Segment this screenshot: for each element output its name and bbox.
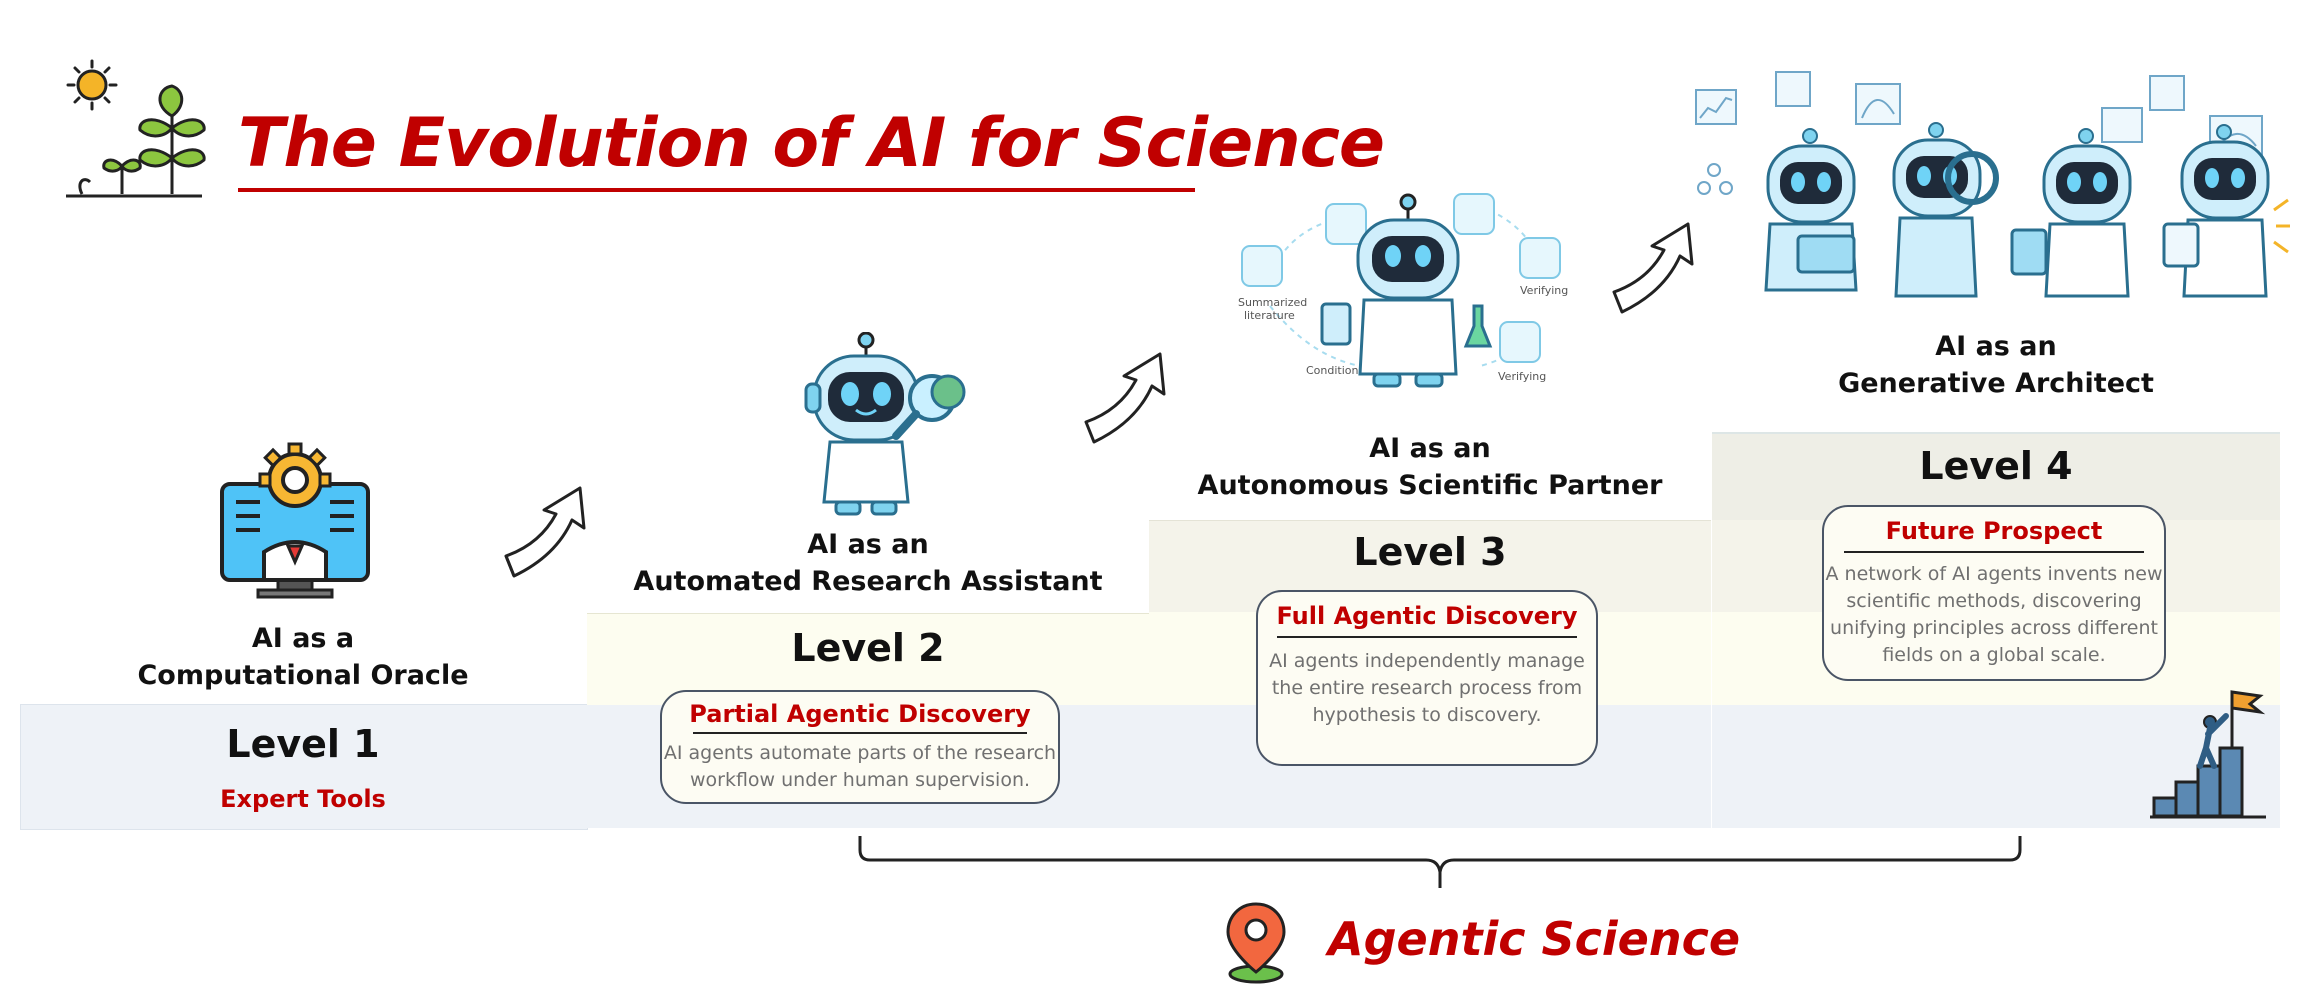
robot-magnifier-icon [804,332,966,516]
sun-icon [66,59,118,111]
robot-team-icon [1695,71,2290,298]
arrow-up-icon [1612,222,1694,314]
level3-role-line1: AI as an [1369,433,1491,464]
level3-card-title: Full Agentic Discovery [1276,602,1578,630]
level4-card-desc-line1: A network of AI agents invents new [1825,563,2163,585]
level2-card-rule [693,732,1027,734]
title-underline [238,188,1195,192]
level4-role: AI as an Generative Architect [1712,328,2280,402]
brace-icon [858,836,2022,888]
level4-card: Future Prospect A network of AI agents i… [1822,505,2166,681]
level1-role: AI as a Computational Oracle [20,620,586,694]
level1-subtitle: Expert Tools [220,785,386,813]
sun-sprout-logo [62,58,212,198]
level3-card-desc-line3: hypothesis to discovery. [1312,704,1542,726]
level2-card: Partial Agentic Discovery AI agents auto… [660,690,1060,804]
location-pin-icon [1226,902,1286,984]
level1-band [20,704,588,830]
label-verifying-2: Verifying [1498,370,1546,383]
level4-card-rule [1844,551,2144,553]
label-conditions: Conditions [1306,364,1364,377]
level4-name: Level 4 [1919,444,2073,488]
level3-role: AI as an Autonomous Scientific Partner [1149,430,1711,504]
agentic-science-label: Agentic Science [1328,912,1741,966]
level2-role-line1: AI as an [807,529,929,560]
level2-card-title: Partial Agentic Discovery [689,700,1031,728]
level2-card-desc-line1: AI agents automate parts of the research [663,742,1057,764]
arrow-up-icon [1084,352,1166,444]
level2-card-desc-line2: workflow under human supervision. [689,769,1031,791]
level3-card: Full Agentic Discovery AI agents indepen… [1256,590,1598,766]
level1-role-line1: AI as a [251,623,355,654]
robot-1 [1764,128,1858,292]
level1-name: Level 1 [226,722,380,766]
level3-role-line2: Autonomous Scientific Partner [1197,470,1663,501]
level3-card-rule [1277,636,1577,638]
level3-name: Level 3 [1353,530,1507,574]
level4-role-line2: Generative Architect [1838,368,2154,399]
level1-role-line2: Computational Oracle [137,660,469,691]
label-literature: literature [1244,309,1295,322]
robot-scientist-icon: Summarized literature Conditions Verifyi… [1238,193,1568,388]
label-verifying-1: Verifying [1520,284,1568,297]
arrow-up-icon [504,486,586,578]
flag-summit-icon [2150,690,2266,819]
level4-card-desc-line3: unifying principles across different [1830,617,2158,639]
sprout-icon [66,84,206,198]
level4-card-desc-line2: scientific methods, discovering [1846,590,2142,612]
level2-role-line2: Automated Research Assistant [633,566,1103,597]
level4-role-line1: AI as an [1935,331,2057,362]
computer-gear-icon [220,442,370,599]
level4-card-desc-line4: fields on a global scale. [1882,644,2106,666]
level2-role: AI as an Automated Research Assistant [587,526,1149,600]
level3-card-desc-line1: AI agents independently manage [1269,650,1585,672]
level3-card-desc-line2: the entire research process from [1271,677,1583,699]
label-summarized: Summarized [1238,296,1307,309]
level4-card-title: Future Prospect [1885,517,2103,545]
level2-name: Level 2 [791,626,945,670]
page-title: The Evolution of AI for Science [238,104,1385,183]
robot-4 [2162,124,2290,298]
robot-3 [2010,128,2132,298]
robot-2 [1892,122,1999,298]
